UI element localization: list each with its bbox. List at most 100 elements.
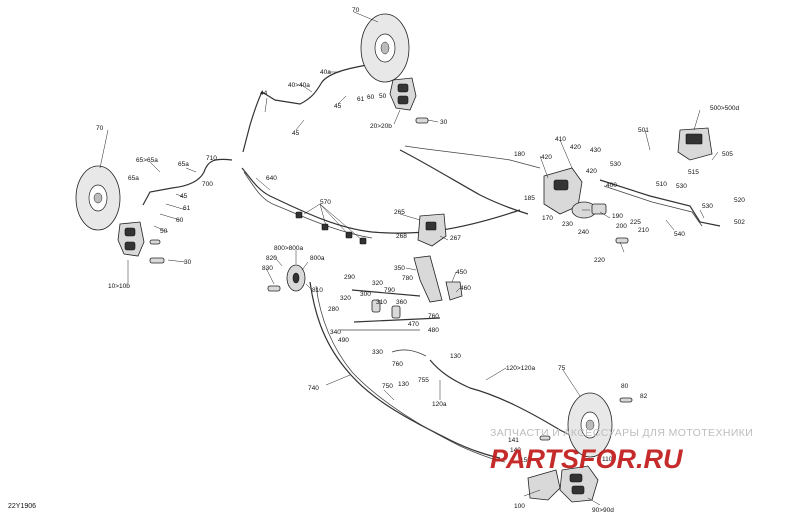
callout: 740 (308, 385, 319, 392)
callout: 60 (367, 94, 375, 101)
callout: 130 (398, 381, 409, 388)
callout: 640 (266, 175, 277, 182)
components (117, 77, 721, 503)
callout: 505 (722, 151, 733, 158)
callout: 290 (344, 274, 355, 281)
callout: 82 (640, 393, 648, 400)
pedal-bracket-265 (417, 213, 447, 247)
callout: 760 (392, 361, 403, 368)
callout: 502 (734, 219, 745, 226)
brake-line-front-upper (242, 63, 373, 153)
callout: 70 (96, 125, 104, 132)
callout: 500>500d (710, 105, 739, 112)
brake-line-rear-740-b (315, 285, 506, 463)
brake-line-120 (429, 359, 591, 446)
callout: 530 (702, 203, 713, 210)
brake-line-760 (391, 349, 427, 357)
callout: 180 (514, 151, 525, 158)
callout: 30 (184, 259, 192, 266)
callout: 50 (160, 228, 168, 235)
callout: 330 (372, 349, 383, 356)
callout: 760 (428, 313, 439, 320)
callout: 570 (320, 199, 331, 206)
callout: 40a (320, 69, 331, 76)
callout: 120a (432, 401, 447, 408)
callout: 780 (402, 275, 413, 282)
callout: 410 (555, 136, 566, 143)
callout: 480 (428, 327, 439, 334)
callout: 110 (602, 456, 613, 463)
abs-module-500 (677, 127, 713, 161)
callout: 10>10b (108, 283, 130, 290)
callout: 420 (541, 154, 552, 161)
callout: 280 (328, 306, 339, 313)
callout: 130 (450, 353, 461, 360)
bolts (149, 117, 633, 441)
callout: 710 (206, 155, 217, 162)
pedal-lever-350 (413, 255, 463, 303)
callout: 225 (630, 219, 641, 226)
watermark: ЗАПЧАСТИ И АКСЕССУАРЫ ДЛЯ МОТОТЕХНИКИ PA… (490, 427, 753, 474)
callout: 185 (524, 195, 535, 202)
clips-570 (295, 211, 367, 245)
callout: 340 (330, 329, 341, 336)
callout: 700 (202, 181, 213, 188)
callout: 120>120a (506, 365, 535, 372)
callout: 400 (606, 182, 617, 189)
callout: 267 (450, 235, 461, 242)
callout: 268 (396, 233, 407, 240)
callout: 320 (372, 280, 383, 287)
callout: 40>40a (288, 82, 310, 89)
callout: 790 (384, 287, 395, 294)
support-bar-540-b (603, 185, 703, 227)
callout: 520 (734, 197, 745, 204)
callout: 141 (508, 437, 519, 444)
watermark-brand: PARTSFOR.RU (490, 444, 684, 474)
caliper-rear (559, 465, 599, 503)
callout: 210 (638, 227, 649, 234)
callout: 50 (379, 93, 387, 100)
brake-line-640-b (243, 171, 373, 239)
brake-line-abs-upper (399, 149, 529, 215)
callout: 515 (688, 169, 699, 176)
callout: 61 (357, 96, 365, 103)
callout: 830 (262, 265, 273, 272)
callout: 170 (542, 215, 553, 222)
callout: 45 (180, 193, 188, 200)
callout: 320 (340, 295, 351, 302)
callout: 44 (260, 90, 268, 97)
linkage-rods (340, 289, 441, 331)
callout: 750 (382, 383, 393, 390)
callout: 20>20b (370, 123, 392, 130)
callout: 420 (586, 168, 597, 175)
brake-discs (75, 13, 613, 458)
callout: 530 (676, 183, 687, 190)
brake-disc-front-right (360, 13, 410, 83)
callout: 65a (128, 175, 139, 182)
callout: 360 (396, 299, 407, 306)
support-bar-540 (599, 179, 721, 227)
callout: 800a (310, 255, 325, 262)
callout: 450 (456, 269, 467, 276)
watermark-tagline: ЗАПЧАСТИ И АКСЕССУАРЫ ДЛЯ МОТОТЕХНИКИ (490, 427, 753, 439)
caliper-bracket-100 (527, 469, 561, 501)
callout: 240 (578, 229, 589, 236)
callout: 460 (460, 285, 471, 292)
callout-labels: 70 40>40a 40a 44 45 45 61 60 50 20>20b 3… (96, 7, 745, 514)
master-cylinder-rear (286, 264, 306, 292)
caliper-front-right (389, 77, 417, 111)
callout: 60 (176, 217, 184, 224)
callout: 45 (292, 130, 300, 137)
brake-lines (142, 63, 591, 463)
callout: 755 (418, 377, 429, 384)
callout: 30 (440, 119, 448, 126)
callout: 501 (638, 127, 649, 134)
brake-line-rear-740 (309, 281, 501, 459)
callout: 75 (558, 365, 566, 372)
callout: 61 (183, 205, 191, 212)
callout: 70 (352, 7, 360, 14)
callout: 190 (612, 213, 623, 220)
brake-line-front-left (142, 158, 233, 206)
callout: 530 (610, 161, 621, 168)
